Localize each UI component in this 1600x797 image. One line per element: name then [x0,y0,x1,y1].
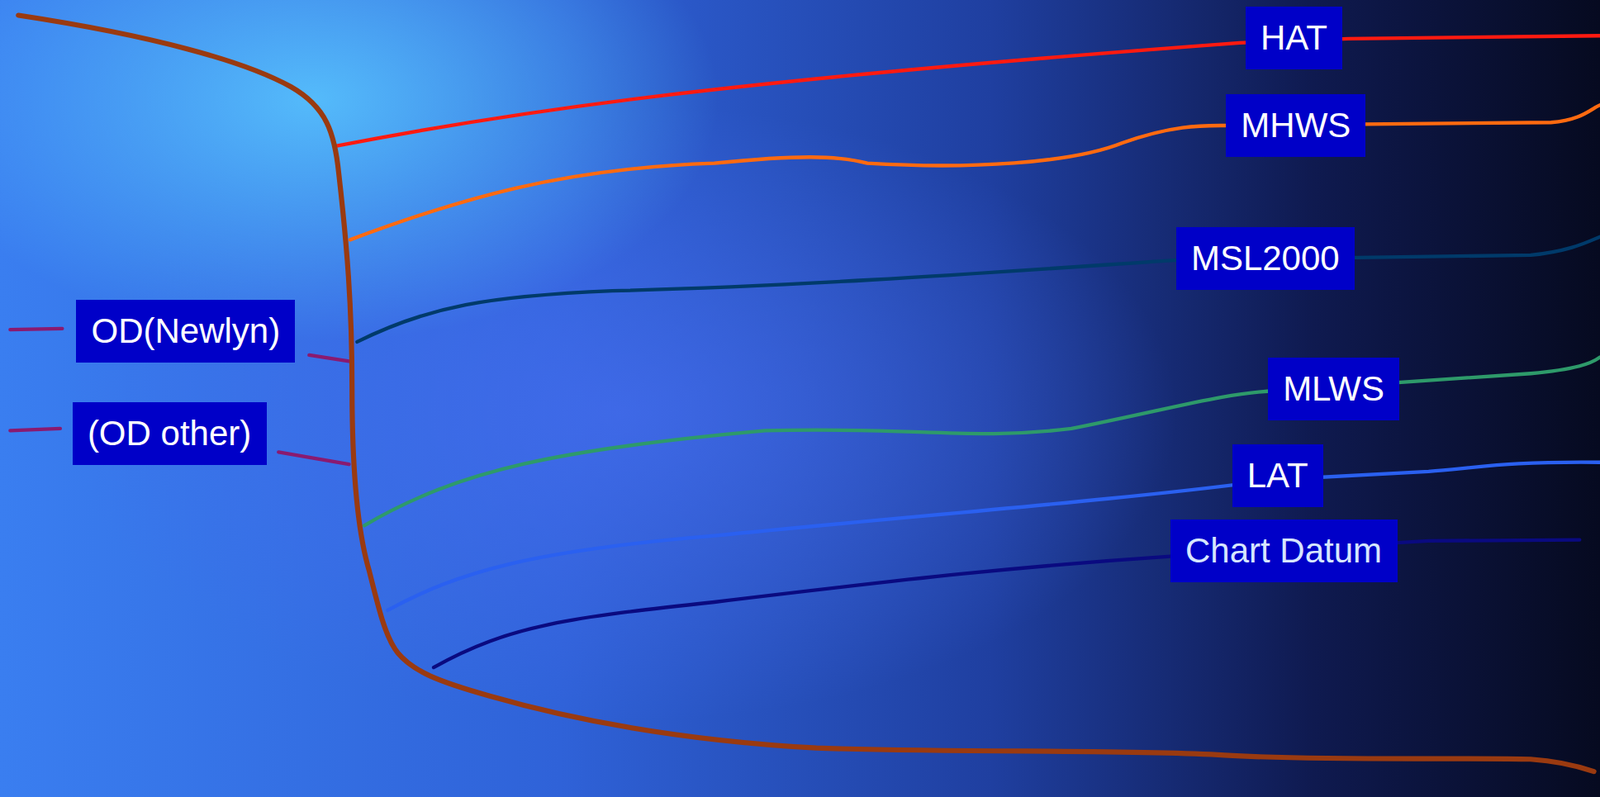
mlws-line [364,356,1600,526]
hat-line [337,35,1600,146]
datum-label: Chart Datum [1185,533,1382,569]
msl-line [356,237,1600,342]
datum-label: HAT [1260,20,1328,56]
datum-label: LAT [1247,458,1309,494]
datum-label-box: MSL2000 [1176,227,1355,290]
datum-label-box: (OD other) [72,402,267,466]
mhws-line [350,104,1600,240]
datum-label-box: MLWS [1267,357,1400,421]
trunk-line [18,15,1594,773]
datum-label-box: MHWS [1225,94,1366,157]
datum-label-box: OD(Newlyn) [75,299,295,363]
datum-label: OD(Newlyn) [90,313,281,349]
datum-label-box: Chart Datum [1170,519,1398,583]
datum-label: MLWS [1282,371,1385,407]
datum-label: (OD other) [87,416,252,452]
datum-label-box: HAT [1245,6,1343,70]
lat-line [387,462,1600,611]
datum-label-box: LAT [1232,444,1324,508]
datum-label: MHWS [1240,108,1351,143]
datum-label: MSL2000 [1191,241,1340,276]
chart-datum-line [433,540,1580,668]
